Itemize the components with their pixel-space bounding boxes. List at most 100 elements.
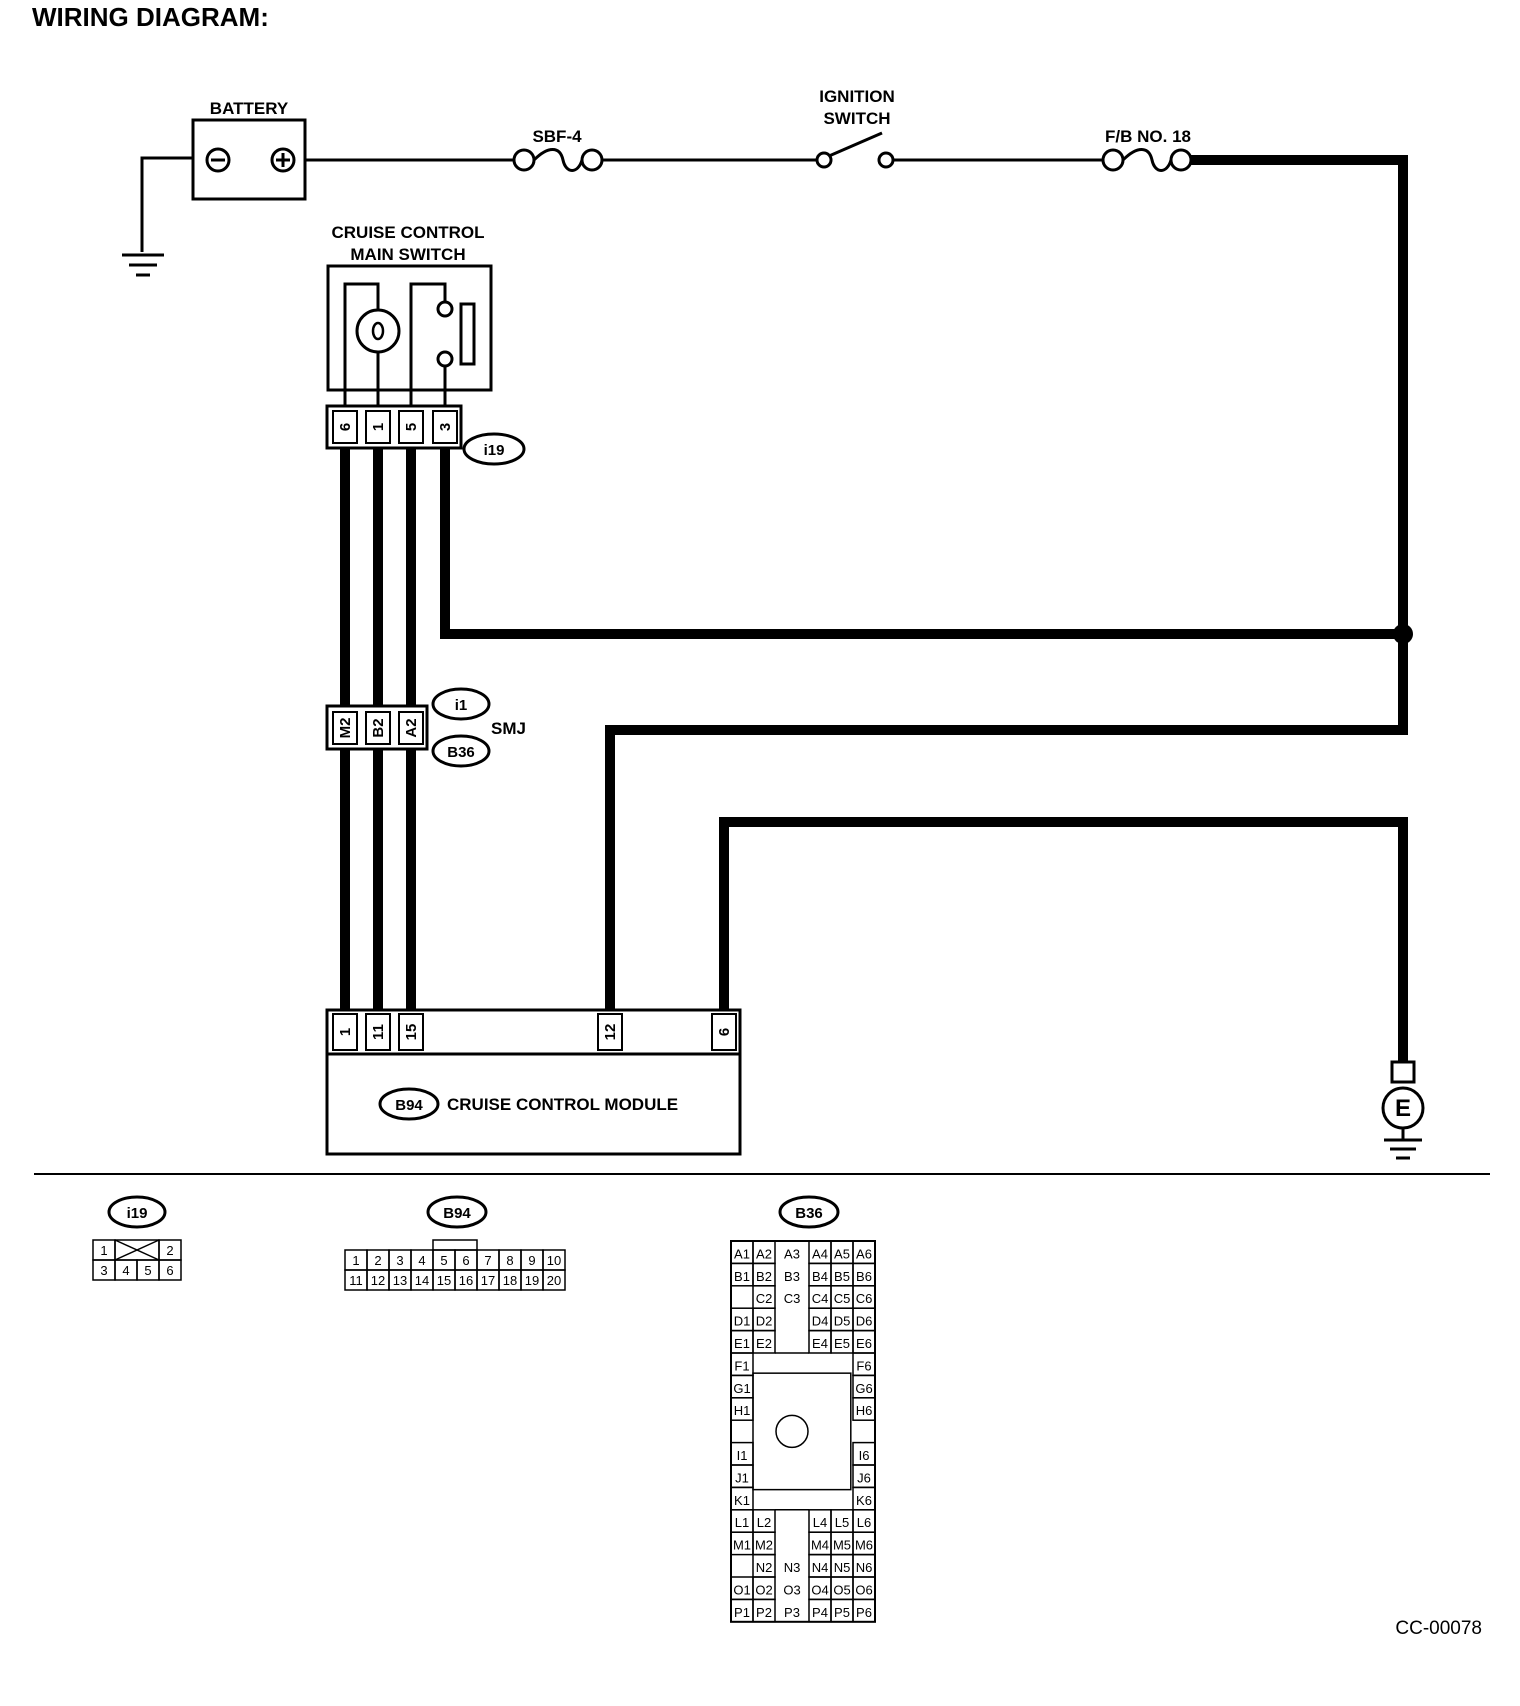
b94-view-cell-label: 1: [352, 1253, 359, 1268]
switch-contact-lead: [409, 282, 447, 408]
b94-pin-12: [597, 1013, 623, 1051]
b94-pin-1: [332, 1013, 358, 1051]
b36-view-cell-label: P5: [834, 1605, 850, 1620]
i19-connector: 6 1 5 3 i19: [325, 404, 526, 466]
b36-view-cell-label: P6: [856, 1605, 872, 1620]
b94-view-tag-label: B94: [443, 1205, 471, 1222]
b36-view-cell-label: E5: [834, 1336, 850, 1351]
b36-view-cell-label: O4: [811, 1582, 828, 1597]
b36-view-cell-label: O6: [855, 1582, 872, 1597]
b36-view-cell-label: B4: [812, 1269, 828, 1284]
b94-tag-label: B94: [395, 1097, 423, 1114]
smj-pin-A2: [398, 711, 424, 745]
b36-view-cell-label: F6: [856, 1358, 871, 1373]
fb-18-fuse-icon: [1101, 148, 1193, 172]
b94-pin-label: 6: [716, 1028, 733, 1036]
smj-pin-B2: [365, 711, 391, 745]
i19-view-cell-label: 4: [122, 1263, 129, 1278]
b36-view-cell-label: P4: [812, 1605, 828, 1620]
b36-view-cell-label: P2: [756, 1605, 772, 1620]
smj-pin-label: M2: [337, 718, 354, 739]
b94-tag: [378, 1087, 440, 1121]
i19-tag-label: i19: [484, 442, 505, 459]
b36-view-cell-label: A2: [756, 1246, 772, 1261]
battery-plus-icon: [270, 147, 296, 173]
b94-view-cell-label: 9: [528, 1253, 535, 1268]
b94-view-cell-label: 6: [462, 1253, 469, 1268]
b36-view-cell-label: M2: [755, 1538, 773, 1553]
b36-view-cell-label: H6: [856, 1403, 873, 1418]
i19-pin-6: [332, 410, 358, 444]
battery-minus-icon: [205, 147, 231, 173]
main-switch-label-1: CRUISE CONTROL: [332, 223, 485, 242]
b36-view-cell-label: J1: [735, 1470, 749, 1485]
b36-view-cell-label: B6: [856, 1269, 872, 1284]
b36-view-cell-label: A1: [734, 1246, 750, 1261]
b36-view-cell-label: D4: [812, 1314, 829, 1329]
i19-tag: [462, 432, 526, 466]
i19-pin-label: 3: [437, 423, 454, 431]
b36-view-cell-label: L5: [835, 1515, 849, 1530]
b36-view-cell-label: O5: [833, 1582, 850, 1597]
b94-view-cell-label: 15: [437, 1273, 451, 1288]
b36-view-cell-label: H1: [734, 1403, 751, 1418]
b36-view-cell-label: C4: [812, 1291, 829, 1306]
sbf-4-fuse-icon: [512, 148, 604, 172]
b36-view-cell-label: B1: [734, 1269, 750, 1284]
b36-view-cell-label: D6: [856, 1314, 873, 1329]
b94-connector-body: [325, 1008, 742, 1056]
i19-pin-label: 6: [337, 423, 354, 431]
b36-view-cell-label: O1: [733, 1582, 750, 1597]
ignition-switch-icon: [815, 131, 895, 169]
b36-view-cell-label: B5: [834, 1269, 850, 1284]
b36-view-cell-label: O2: [755, 1582, 772, 1597]
i19-pin-label: 1: [370, 423, 387, 431]
b36-view-cell-label: L1: [735, 1515, 749, 1530]
ignition-switch-label-1: IGNITION: [819, 87, 895, 106]
b36-view-cell-label: P1: [734, 1605, 750, 1620]
main-switch-power-wire: [440, 448, 1403, 639]
diagram-title: WIRING DIAGRAM:: [32, 2, 269, 32]
chassis-ground-icon: [122, 253, 164, 277]
b94-view-cell-label: 10: [547, 1253, 561, 1268]
i19-view-cell: [158, 1259, 182, 1281]
b36-view-cell-label: F1: [734, 1358, 749, 1373]
b36-view-cell-label: G1: [733, 1381, 750, 1396]
i19-view-cell-label: 3: [100, 1263, 107, 1278]
b94-view-cell-label: 13: [393, 1273, 407, 1288]
b36-view-cell-label: K1: [734, 1493, 750, 1508]
b94-pin-15: [398, 1013, 424, 1051]
b36-view-cell-label: N6: [856, 1560, 873, 1575]
b36-view-cell-label: M5: [833, 1538, 851, 1553]
b94-pin-label: 11: [370, 1024, 387, 1040]
i19-pin-5: [398, 410, 424, 444]
b36-view-cell-label: M1: [733, 1538, 751, 1553]
b36-view-cell: [752, 1329, 776, 1354]
b36-tag-label: B36: [447, 744, 475, 761]
b94-pin-11: [365, 1013, 391, 1051]
b94-view-cell-label: 17: [481, 1273, 495, 1288]
i19-view-tag: [107, 1195, 167, 1229]
b36-tag: [431, 734, 491, 768]
power-circuit: BATTERY SBF-4 IGNITION SWITCH: [122, 87, 1193, 277]
b36-view-cell-label: N2: [756, 1560, 773, 1575]
b36-view-cell-label: I6: [859, 1448, 870, 1463]
b94-pin-6: [711, 1013, 737, 1051]
b36-view-cell-label: C5: [834, 1291, 851, 1306]
b36-view-cell-label: B2: [756, 1269, 772, 1284]
b36-view-cell-label: E1: [734, 1336, 750, 1351]
b94-view-cell-label: 2: [374, 1253, 381, 1268]
figure-code: CC-00078: [1395, 1618, 1482, 1639]
b94-pin-label: 1: [337, 1028, 354, 1036]
b94-view-cell-label: 12: [371, 1273, 385, 1288]
i1-tag-label: i1: [455, 697, 468, 714]
b36-view-cell-label: G6: [855, 1381, 872, 1396]
b36-view-tag: [778, 1195, 840, 1229]
b36-view-lock-hole: [775, 1414, 809, 1449]
i19-pin-label: 5: [403, 423, 420, 431]
b94-view-cell: [542, 1269, 566, 1291]
